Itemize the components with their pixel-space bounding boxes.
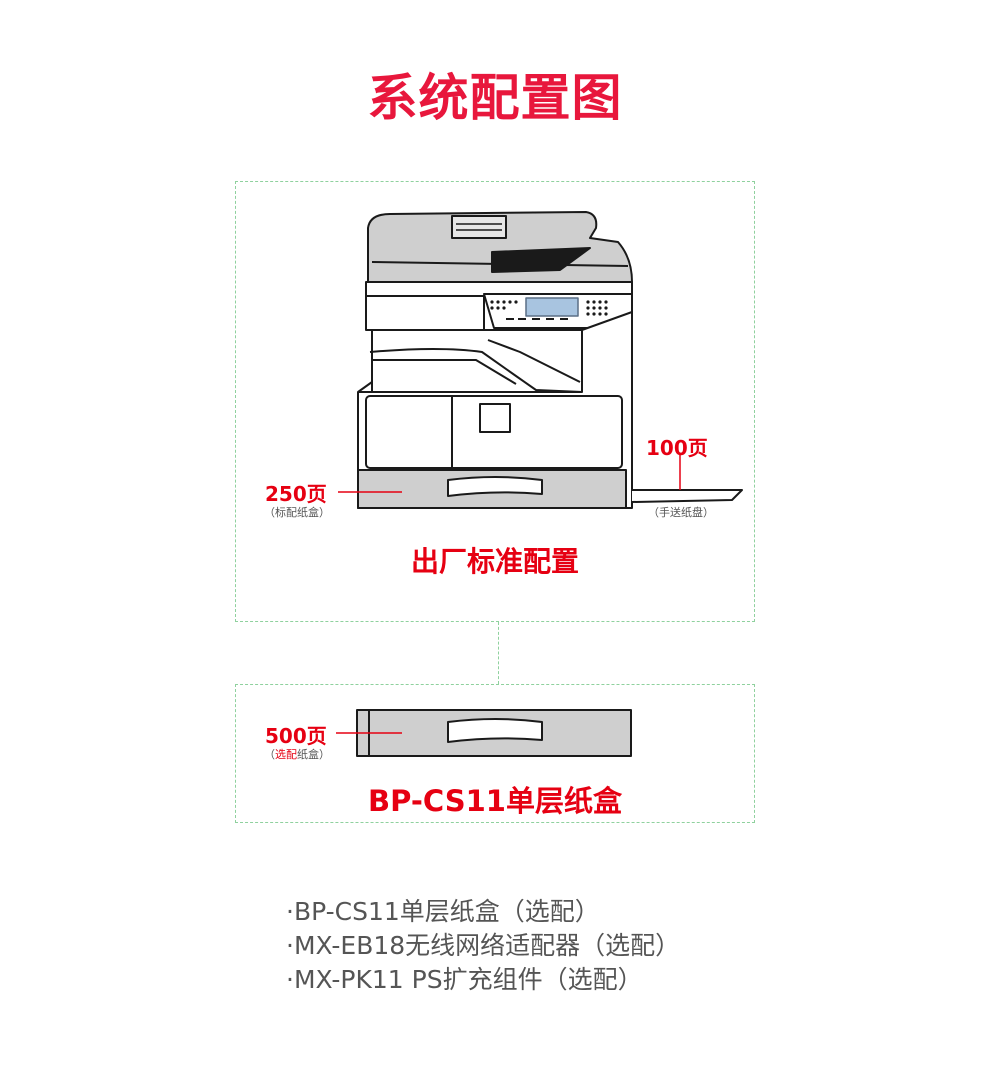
cassette-handle xyxy=(447,476,543,497)
output-slot xyxy=(491,247,591,273)
front-latch xyxy=(479,403,511,433)
option-cassette-handle xyxy=(447,718,543,743)
option-tray-label-open: （ xyxy=(264,748,275,761)
option-tray-label-highlight: 选配 xyxy=(275,748,297,761)
bypass-tray-pages: 100页 xyxy=(646,436,708,460)
option-tray-caption: BP-CS11单层纸盒 xyxy=(368,784,622,818)
panel-screen xyxy=(525,297,579,317)
option-tray-pages: 500页 xyxy=(265,724,327,748)
page-title: 系统配置图 xyxy=(367,69,623,127)
list-item: ·MX-PK11 PS扩充组件（选配） xyxy=(286,965,643,994)
standard-config-box xyxy=(235,181,755,622)
feeder-tray xyxy=(451,215,507,239)
option-tray-label: （选配纸盒） xyxy=(264,746,330,762)
connector-line xyxy=(498,622,499,684)
standard-config-caption: 出厂标准配置 xyxy=(410,545,579,578)
option-tray-label-rest: 纸盒） xyxy=(297,748,330,761)
list-item: ·BP-CS11单层纸盒（选配） xyxy=(286,897,600,926)
standard-tray-pages: 250页 xyxy=(265,482,327,506)
bypass-tray xyxy=(631,489,743,503)
option-tray-box xyxy=(235,684,755,823)
options-list: ·BP-CS11单层纸盒（选配） ·MX-EB18无线网络适配器（选配） ·MX… xyxy=(286,895,680,997)
list-item: ·MX-EB18无线网络适配器（选配） xyxy=(286,931,681,960)
bypass-tray-label: （手送纸盘） xyxy=(648,506,714,519)
standard-tray-label: （标配纸盒） xyxy=(264,506,330,519)
